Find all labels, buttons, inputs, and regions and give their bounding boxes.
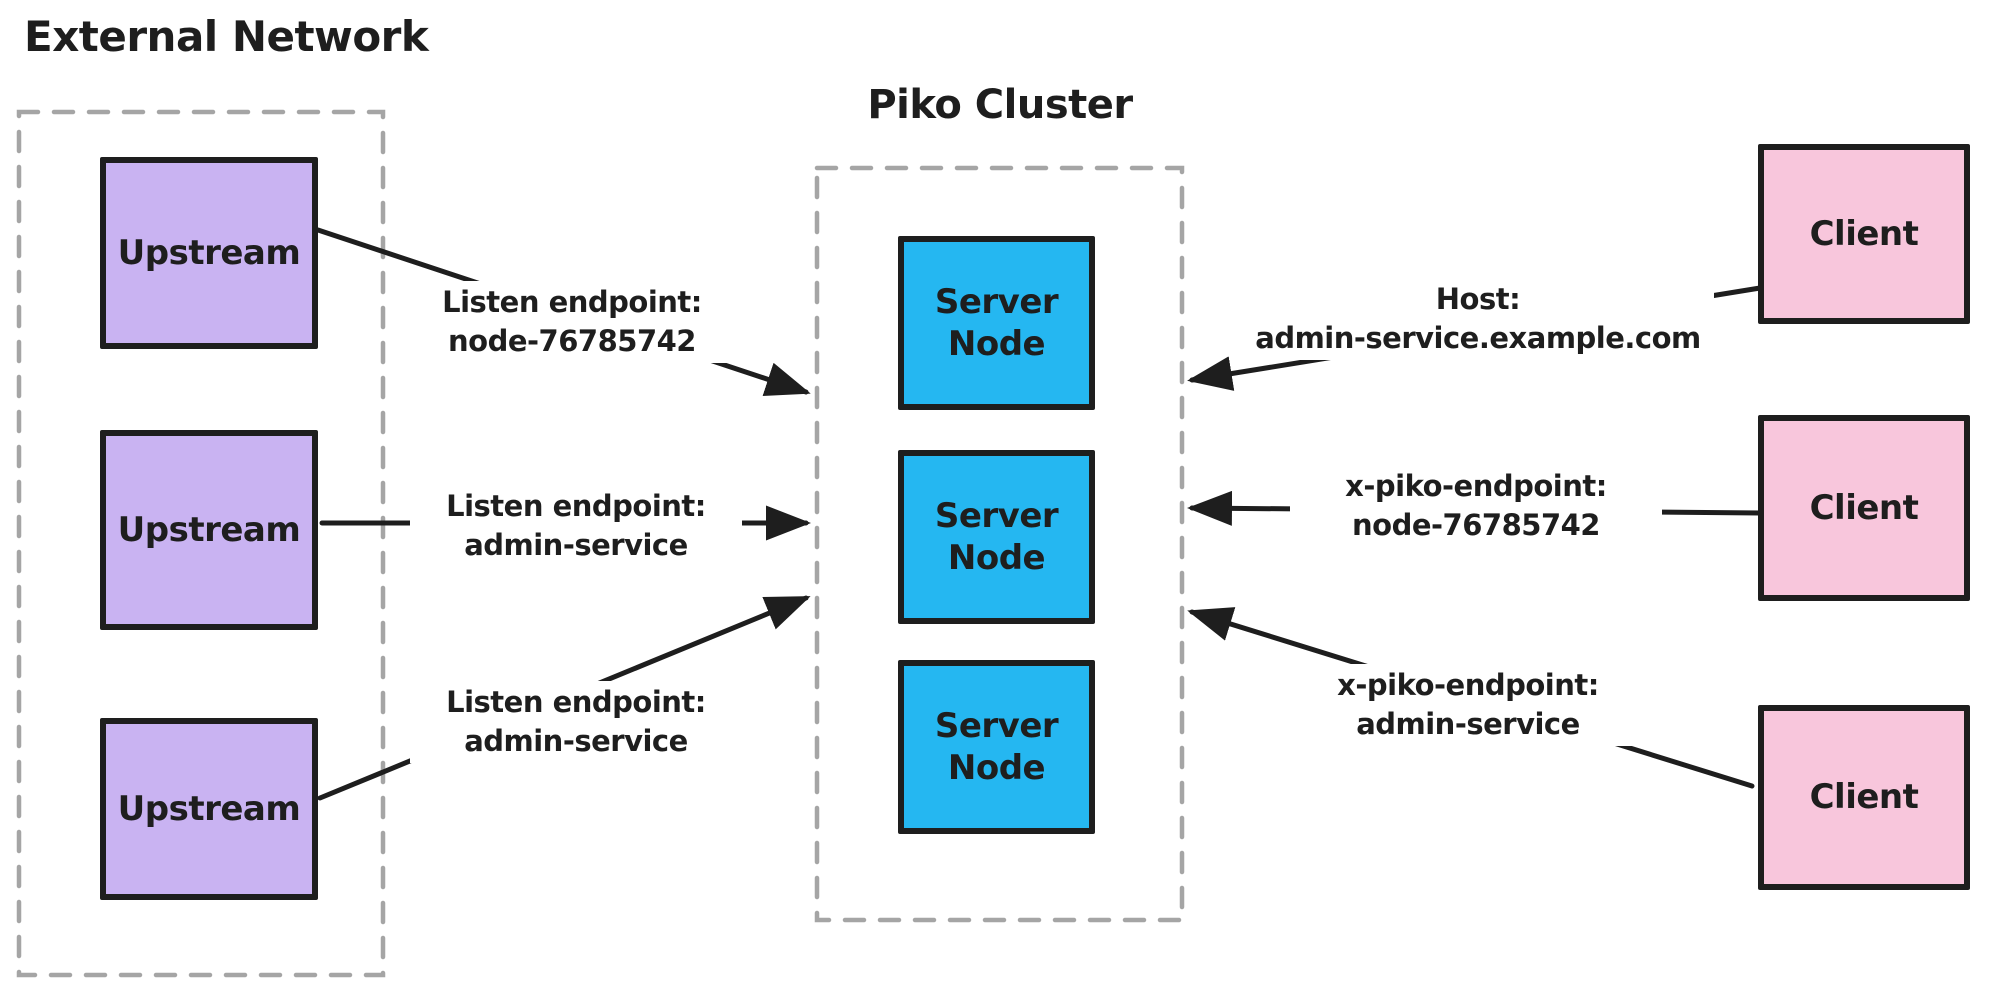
server-node-2-label: Server Node	[934, 495, 1059, 579]
server-node-1-label: Server Node	[934, 281, 1059, 365]
client-node-2: Client	[1758, 415, 1970, 601]
client-node-1-label: Client	[1809, 213, 1919, 254]
upstream-node-1: Upstream	[100, 157, 318, 349]
client-node-1: Client	[1758, 144, 1970, 324]
piko-cluster-boundary	[814, 165, 1185, 923]
server-node-1: Server Node	[898, 236, 1095, 410]
upstream-node-3: Upstream	[100, 718, 318, 900]
client-node-3: Client	[1758, 705, 1970, 890]
upstream-node-3-label: Upstream	[117, 788, 301, 829]
external-network-title: External Network	[24, 12, 429, 61]
upstream-node-2: Upstream	[100, 430, 318, 630]
label-x-piko-endpoint-admin: x-piko-endpoint: admin-service	[1282, 664, 1654, 747]
label-host-admin-service: Host: admin-service.example.com	[1242, 278, 1714, 361]
upstream-node-2-label: Upstream	[117, 509, 301, 550]
upstream-node-1-label: Upstream	[117, 232, 301, 273]
label-listen-endpoint-admin-1: Listen endpoint: admin-service	[410, 485, 742, 568]
label-listen-endpoint-node: Listen endpoint: node-76785742	[406, 281, 738, 364]
label-x-piko-endpoint-node: x-piko-endpoint: node-76785742	[1290, 465, 1662, 548]
client-node-2-label: Client	[1809, 487, 1919, 528]
external-network-boundary	[16, 109, 386, 978]
client-node-3-label: Client	[1809, 777, 1919, 818]
piko-cluster-title: Piko Cluster	[867, 82, 1133, 128]
server-node-3-label: Server Node	[934, 705, 1059, 789]
server-node-2: Server Node	[898, 450, 1095, 624]
server-node-3: Server Node	[898, 660, 1095, 834]
label-listen-endpoint-admin-2: Listen endpoint: admin-service	[410, 681, 742, 764]
